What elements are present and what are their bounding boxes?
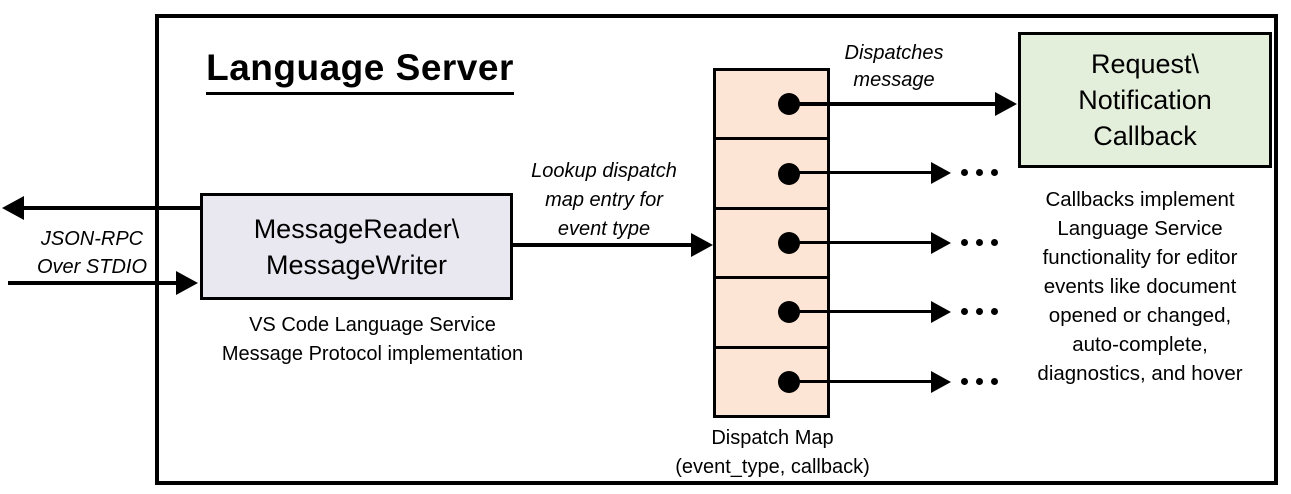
dispatch-map-cell [716, 279, 827, 349]
more-callbacks-ellipsis-icon [961, 308, 998, 315]
page-title: Language Server [180, 47, 540, 95]
language-server-title: Language Server [206, 47, 514, 95]
request-notification-callback-box: Request\ Notification Callback [1018, 32, 1272, 168]
dispatch-map-cell [716, 209, 827, 280]
ellipsis-dot [976, 169, 983, 176]
arrow-line [20, 206, 200, 210]
message-box-caption: VS Code Language Service Message Protoco… [221, 314, 524, 365]
arrow-head-right-icon [931, 301, 951, 323]
ellipsis-dot [991, 378, 998, 385]
more-callbacks-ellipsis-icon [961, 169, 998, 176]
dispatch-map-cell [716, 140, 827, 210]
ellipsis-dot [961, 308, 968, 315]
stdio-label: JSON-RPC Over STDIO [36, 228, 147, 278]
language-server-box [155, 14, 1278, 485]
arrow-head-right-icon [931, 371, 951, 393]
arrow-line [787, 171, 932, 174]
arrow-head-right-icon [691, 233, 713, 257]
arrow-line [787, 102, 997, 106]
arrow-head-right-icon [931, 232, 951, 254]
ellipsis-dot [976, 308, 983, 315]
callbacks-note: Callbacks implement Language Service fun… [1037, 188, 1243, 385]
arrow-head-right-icon [931, 162, 951, 184]
ellipsis-dot [976, 239, 983, 246]
message-reader-writer-box: MessageReader\ MessageWriter [200, 193, 513, 300]
arrow-head-right-icon [995, 92, 1017, 116]
dispatch-map-caption: Dispatch Map (event_type, callback) [675, 427, 870, 478]
ellipsis-dot [961, 169, 968, 176]
message-reader-writer-label: MessageReader\ MessageWriter [253, 213, 460, 280]
ellipsis-dot [961, 378, 968, 385]
ellipsis-dot [991, 239, 998, 246]
arrow-line [787, 241, 932, 244]
arrow-line [8, 281, 178, 285]
more-callbacks-ellipsis-icon [961, 239, 998, 246]
dispatches-message-label: Dispatches message [844, 42, 944, 91]
ellipsis-dot [991, 169, 998, 176]
ellipsis-dot [976, 378, 983, 385]
lookup-label: Lookup dispatch map entry for event type [531, 160, 677, 240]
callback-box-label: Request\ Notification Callback [1078, 49, 1212, 151]
arrow-line [513, 243, 693, 247]
arrow-line [787, 310, 932, 313]
more-callbacks-ellipsis-icon [961, 378, 998, 385]
ellipsis-dot [991, 308, 998, 315]
ellipsis-dot [961, 239, 968, 246]
arrow-line [787, 380, 932, 383]
arrow-head-right-icon [176, 271, 198, 295]
arrow-head-left-icon [2, 196, 24, 220]
